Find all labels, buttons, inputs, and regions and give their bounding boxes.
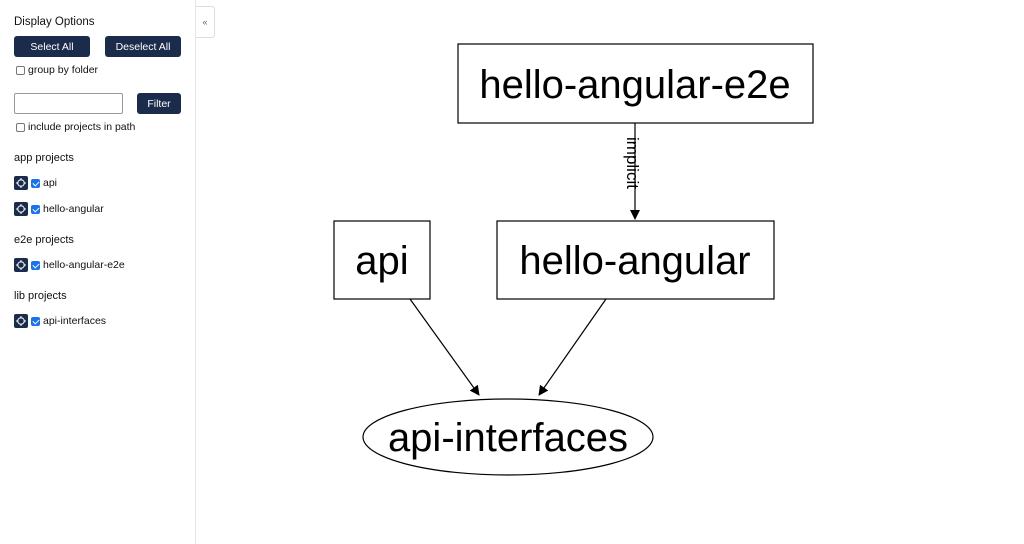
filter-input[interactable]	[14, 93, 123, 114]
graph-edge-implicit: implicit	[623, 123, 642, 220]
project-checkbox-api[interactable]	[31, 178, 40, 188]
select-all-button[interactable]: Select All	[14, 36, 90, 57]
lib-projects-heading: lib projects	[14, 290, 67, 302]
sidebar: Display Options Select All Deselect All …	[0, 0, 196, 544]
double-chevron-left-icon: «	[202, 17, 208, 27]
graph-node-hello-angular-e2e[interactable]: hello-angular-e2e	[457, 43, 814, 124]
filter-button[interactable]: Filter	[137, 93, 181, 114]
crosshair-icon	[16, 178, 26, 188]
deselect-all-button[interactable]: Deselect All	[105, 36, 181, 57]
focus-project-button[interactable]	[14, 314, 28, 328]
project-row-hello-angular-e2e: hello-angular-e2e	[14, 258, 125, 272]
project-label-hello-angular-e2e: hello-angular-e2e	[43, 259, 125, 271]
project-checkbox-hello-angular-e2e[interactable]	[31, 260, 40, 270]
collapse-sidebar-button[interactable]: «	[196, 6, 215, 38]
node-label-hello-angular: hello-angular	[519, 239, 750, 283]
include-projects-in-path-checkbox[interactable]	[16, 122, 25, 132]
project-row-api-interfaces: api-interfaces	[14, 314, 106, 328]
app-projects-heading: app projects	[14, 152, 74, 164]
focus-project-button[interactable]	[14, 202, 28, 216]
node-label-hello-angular-e2e: hello-angular-e2e	[479, 63, 790, 107]
crosshair-icon	[16, 204, 26, 214]
crosshair-icon	[16, 260, 26, 270]
include-projects-in-path-option[interactable]: include projects in path	[16, 121, 135, 133]
node-label-api-interfaces: api-interfaces	[388, 416, 628, 460]
group-by-folder-checkbox[interactable]	[16, 65, 25, 75]
project-label-hello-angular: hello-angular	[43, 203, 104, 215]
focus-project-button[interactable]	[14, 176, 28, 190]
graph-edge-hello-angular-to-api-interfaces	[538, 298, 607, 396]
graph-node-api[interactable]: api	[333, 220, 431, 300]
project-row-api: api	[14, 176, 57, 190]
group-by-folder-label: group by folder	[28, 64, 99, 76]
project-checkbox-hello-angular[interactable]	[31, 204, 40, 214]
include-projects-in-path-label: include projects in path	[28, 121, 136, 133]
project-label-api-interfaces: api-interfaces	[43, 315, 107, 327]
focus-project-button[interactable]	[14, 258, 28, 272]
node-label-api: api	[355, 239, 408, 283]
e2e-projects-heading: e2e projects	[14, 234, 74, 246]
edge-label-implicit: implicit	[623, 137, 642, 189]
graph-edge-api-to-api-interfaces	[409, 298, 480, 396]
graph-node-hello-angular[interactable]: hello-angular	[496, 220, 775, 300]
display-options-title: Display Options	[14, 16, 95, 28]
graph-node-api-interfaces[interactable]: api-interfaces	[362, 398, 654, 476]
project-row-hello-angular: hello-angular	[14, 202, 104, 216]
group-by-folder-option[interactable]: group by folder	[16, 64, 98, 76]
project-label-api: api	[43, 177, 58, 189]
project-checkbox-api-interfaces[interactable]	[31, 316, 40, 326]
crosshair-icon	[16, 316, 26, 326]
